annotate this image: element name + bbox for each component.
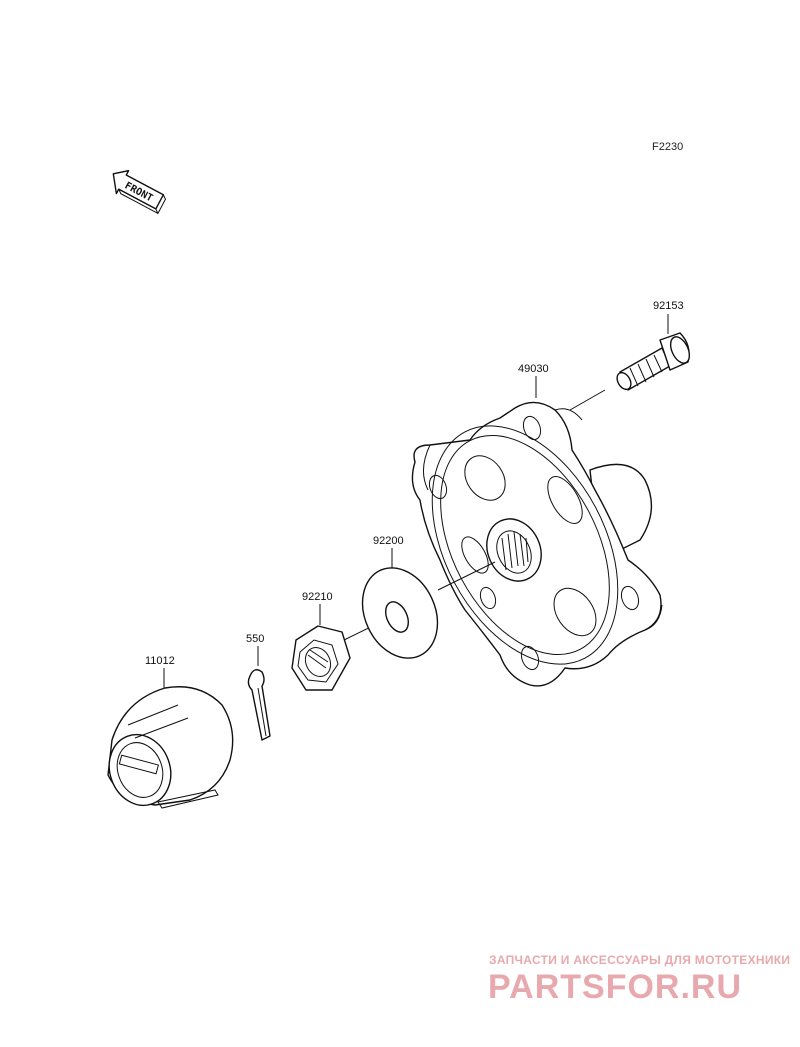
- washer-92200: 92200: [361, 535, 439, 659]
- watermark-tagline: ЗАПЧАСТИ И АКСЕССУАРЫ ДЛЯ МОТОТЕХНИКИ: [489, 953, 790, 967]
- watermark-brand: PARTSFOR.RU: [488, 968, 742, 1006]
- cap-11012: 11012: [107, 655, 234, 809]
- front-arrow-icon: FRONT: [112, 169, 167, 215]
- figure-code: F2230: [652, 141, 683, 153]
- hub-49030: 49030: [411, 363, 663, 687]
- label-49030: 49030: [518, 363, 549, 375]
- label-92200: 92200: [373, 535, 404, 547]
- watermark: ЗАПЧАСТИ И АКСЕССУАРЫ ДЛЯ МОТОТЕХНИКИ PA…: [488, 953, 790, 1006]
- nut-92210: 92210: [291, 591, 351, 691]
- label-11012: 11012: [145, 655, 175, 667]
- label-92153: 92153: [653, 300, 684, 312]
- hub-bolt-92153: 92153: [616, 300, 691, 391]
- cotter-pin-550: 550: [246, 633, 271, 741]
- label-92210: 92210: [302, 591, 333, 603]
- label-550: 550: [246, 633, 264, 645]
